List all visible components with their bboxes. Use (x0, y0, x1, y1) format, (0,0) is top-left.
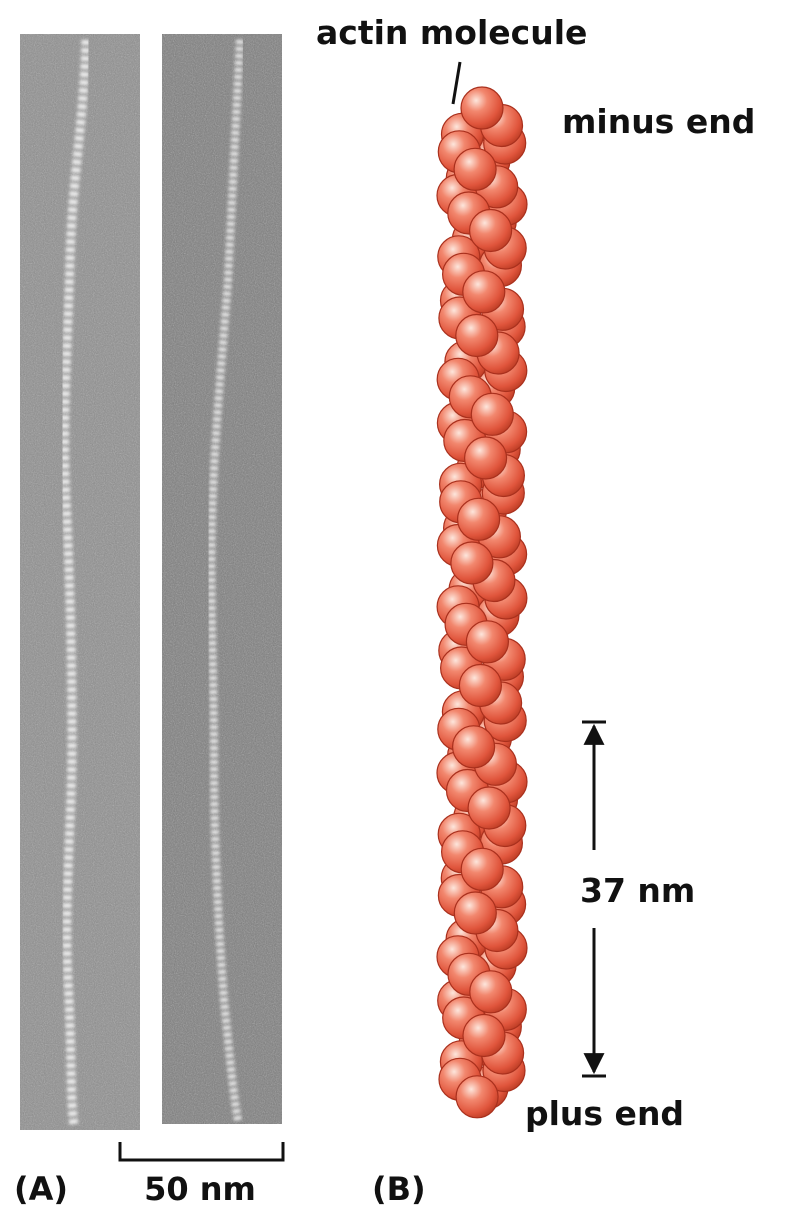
actin-subunit-sphere (451, 542, 493, 584)
actin-subunit-sphere (461, 87, 503, 129)
actin-subunit-sphere (458, 498, 500, 540)
actin-subunit-sphere (471, 393, 513, 435)
actin-subunit-sphere (454, 148, 496, 190)
actin-subunit-sphere (463, 271, 505, 313)
actin-subunit-sphere (465, 437, 507, 479)
micrograph-left (20, 34, 140, 1130)
actin-subunit-sphere (456, 315, 498, 357)
micrograph-right (162, 34, 282, 1124)
actin-subunit-sphere (461, 848, 503, 890)
panel-a-label: (A) (14, 1170, 68, 1208)
plus-end-label: plus end (525, 1094, 684, 1133)
actin-subunit-sphere (459, 665, 501, 707)
repeat-length-label: 37 nm (580, 871, 695, 910)
actin-molecule-pointer (453, 62, 460, 104)
actin-subunit-sphere (456, 1076, 498, 1118)
actin-subunit-sphere (468, 787, 510, 829)
minus-end-label: minus end (562, 102, 755, 141)
actin-molecule-label: actin molecule (316, 13, 587, 52)
actin-subunit-sphere (463, 1015, 505, 1057)
scale-bar (120, 1142, 283, 1160)
actin-subunit-sphere (454, 892, 496, 934)
panel-b-label: (B) (372, 1170, 426, 1208)
actin-subunit-sphere (466, 621, 508, 663)
scale-bar-label: 50 nm (144, 1170, 256, 1208)
actin-filament-model (437, 87, 527, 1118)
actin-subunit-sphere (453, 726, 495, 768)
actin-subunit-sphere (470, 210, 512, 252)
actin-subunit-sphere (470, 971, 512, 1013)
